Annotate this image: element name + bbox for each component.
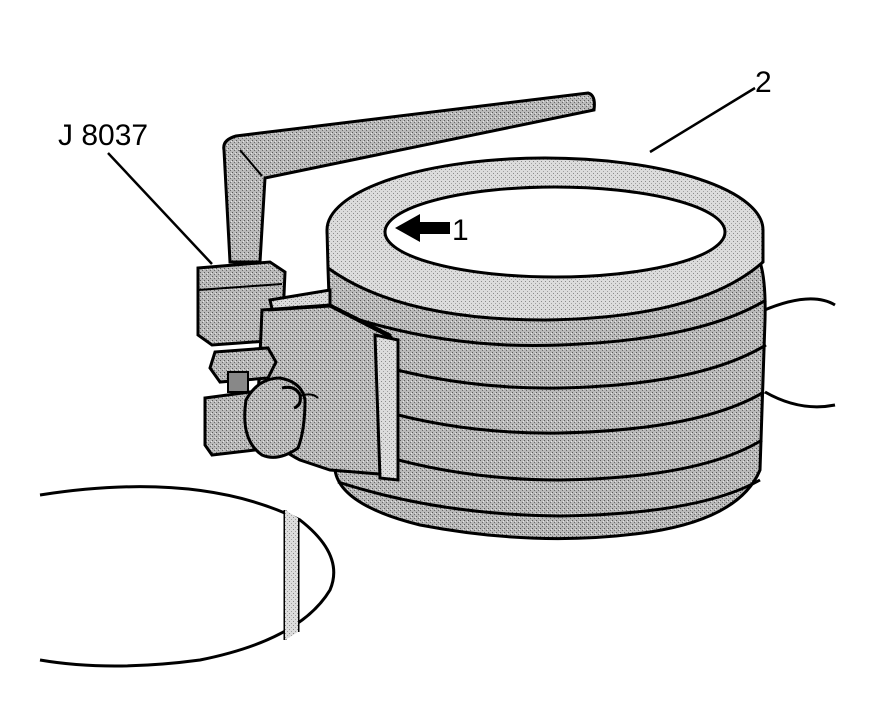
tool-label: J 8037 (58, 119, 148, 152)
leader-lines (107, 86, 756, 265)
t-handle-wrench (222, 91, 596, 264)
engine-bore (39, 485, 336, 668)
piston-top (325, 156, 765, 322)
callout-2-label: 2 (755, 66, 772, 99)
compressor-band (326, 261, 767, 541)
clamp-mechanism (196, 260, 400, 482)
piston-rod-curve (759, 297, 836, 409)
callout-1-label: 1 (452, 214, 469, 247)
arrow-1 (395, 214, 450, 242)
